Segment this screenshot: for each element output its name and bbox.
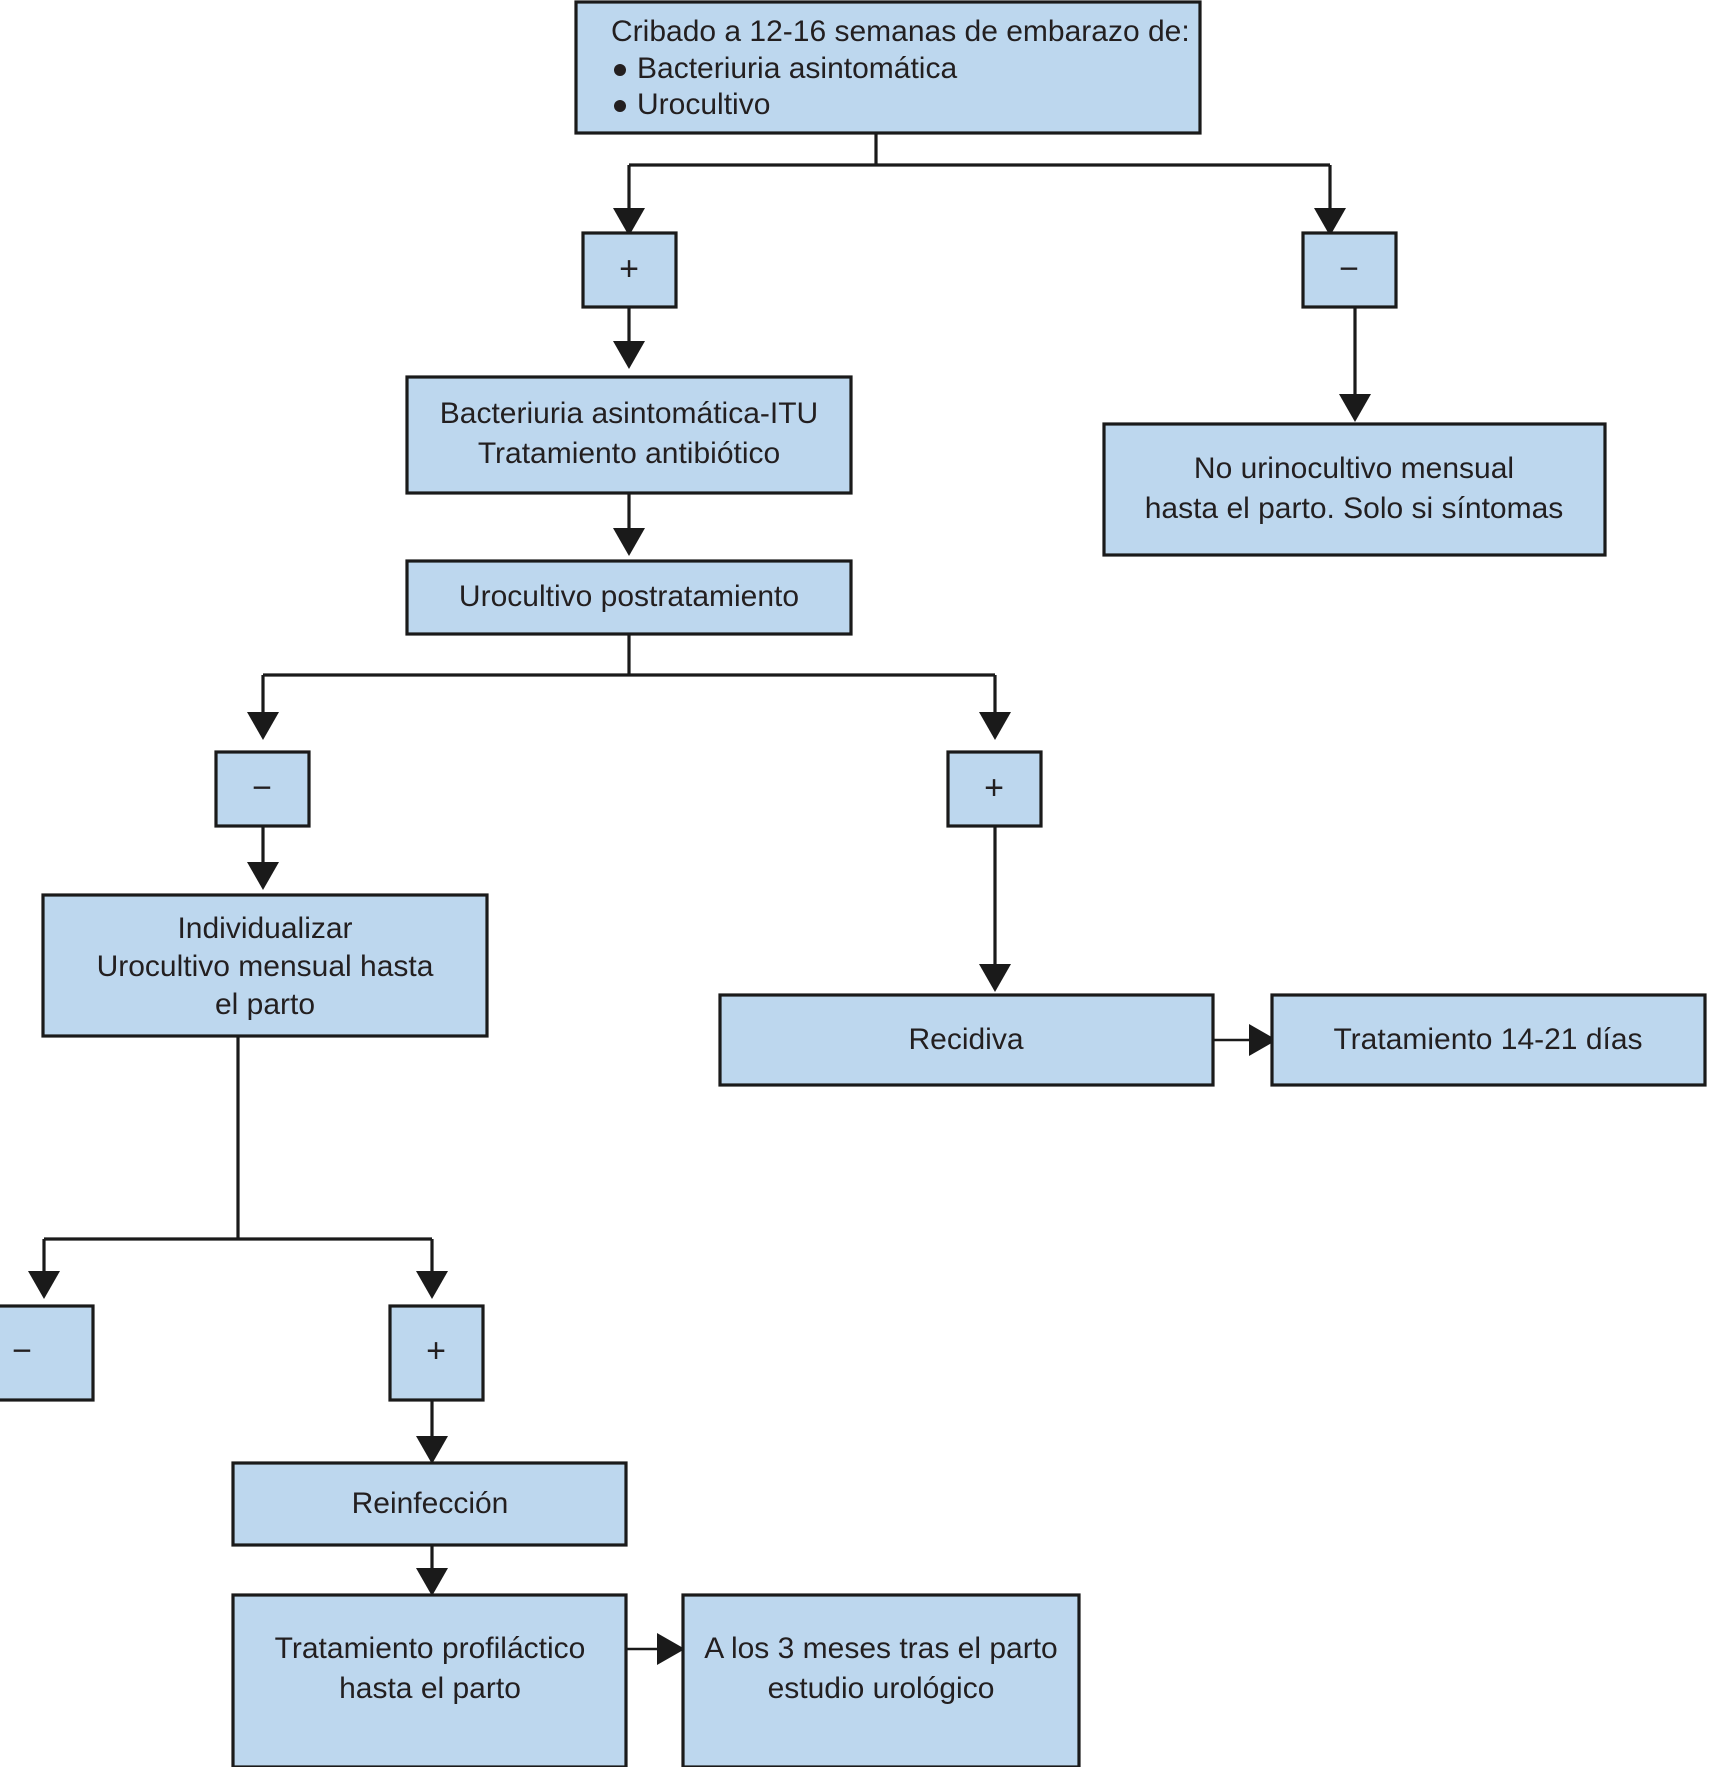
connector-screening-split xyxy=(613,133,1346,236)
screen-negative-label: − xyxy=(1339,250,1359,288)
connector-postminus-individualize xyxy=(247,826,279,890)
connector-postplus-relapse xyxy=(979,826,1011,992)
individualize-line1: Individualizar xyxy=(177,912,352,945)
bacteriuria-line2: Tratamiento antibiótico xyxy=(478,437,780,470)
bacteriuria-line1: Bacteriuria asintomática-ITU xyxy=(440,397,818,430)
relapse-line1: Recidiva xyxy=(908,1023,1023,1056)
post-culture-line1: Urocultivo postratamiento xyxy=(459,580,799,613)
node-no-monthly-culture[interactable]: No urinocultivo mensual hasta el parto. … xyxy=(1102,422,1607,557)
node-treatment-days[interactable]: Tratamiento 14-21 días xyxy=(1270,993,1707,1087)
no-monthly-line1: No urinocultivo mensual xyxy=(1194,452,1514,485)
node-post-negative[interactable]: − xyxy=(214,750,311,828)
node-reinfection[interactable]: Reinfección xyxy=(231,1461,628,1547)
prophylactic-line2: hasta el parto xyxy=(339,1672,521,1705)
node-urologic-study[interactable]: A los 3 meses tras el parto estudio urol… xyxy=(681,1593,1081,1767)
individualize-line3: el parto xyxy=(215,988,315,1021)
treatment-days-line1: Tratamiento 14-21 días xyxy=(1333,1023,1642,1056)
urologic-line1: A los 3 meses tras el parto xyxy=(704,1632,1058,1665)
connector-monthlyplus-reinfection xyxy=(416,1400,448,1464)
monthly-positive-label: + xyxy=(426,1332,446,1370)
bullet-dot-icon xyxy=(614,100,626,112)
node-screen-positive[interactable]: + xyxy=(581,231,678,309)
connector-prophylactic-urologic xyxy=(627,1633,685,1665)
node-monthly-negative[interactable]: − xyxy=(0,1304,95,1402)
reinfection-line1: Reinfección xyxy=(352,1487,509,1520)
connector-individualize-split xyxy=(28,1036,448,1299)
post-positive-label: + xyxy=(984,769,1004,807)
screening-bullet2: Urocultivo xyxy=(637,88,770,121)
bullet-dot-icon xyxy=(614,64,626,76)
individualize-line2: Urocultivo mensual hasta xyxy=(97,950,434,983)
node-relapse[interactable]: Recidiva xyxy=(718,993,1215,1087)
screening-bullet1: Bacteriuria asintomática xyxy=(637,52,957,85)
no-monthly-line2: hasta el parto. Solo si síntomas xyxy=(1145,492,1564,525)
connector-reinfection-prophylactic xyxy=(416,1545,448,1596)
connector-minus-nomonthly xyxy=(1339,307,1371,422)
post-negative-label: − xyxy=(252,769,272,807)
node-prophylactic-treatment[interactable]: Tratamiento profiláctico hasta el parto xyxy=(231,1593,628,1767)
connector-relapse-treatment xyxy=(1213,1024,1277,1056)
prophylactic-line1: Tratamiento profiláctico xyxy=(275,1632,586,1665)
node-individualize[interactable]: Individualizar Urocultivo mensual hasta … xyxy=(41,893,489,1038)
node-screening[interactable]: Cribado a 12-16 semanas de embarazo de: … xyxy=(574,0,1202,135)
connector-bacteriuria-postculture xyxy=(613,493,645,556)
node-bacteriuria-treatment[interactable]: Bacteriuria asintomática-ITU Tratamiento… xyxy=(405,375,853,495)
monthly-negative-label: − xyxy=(12,1332,32,1370)
screen-positive-label: + xyxy=(619,250,639,288)
connector-plus-bacteriuria xyxy=(613,307,645,369)
connector-postculture-split xyxy=(247,634,1011,740)
node-monthly-positive[interactable]: + xyxy=(388,1304,485,1402)
urologic-line2: estudio urológico xyxy=(768,1672,995,1705)
node-post-positive[interactable]: + xyxy=(946,750,1043,828)
screening-line1: Cribado a 12-16 semanas de embarazo de: xyxy=(611,15,1190,48)
node-post-treatment-culture[interactable]: Urocultivo postratamiento xyxy=(405,559,853,636)
node-screen-negative[interactable]: − xyxy=(1301,231,1398,309)
